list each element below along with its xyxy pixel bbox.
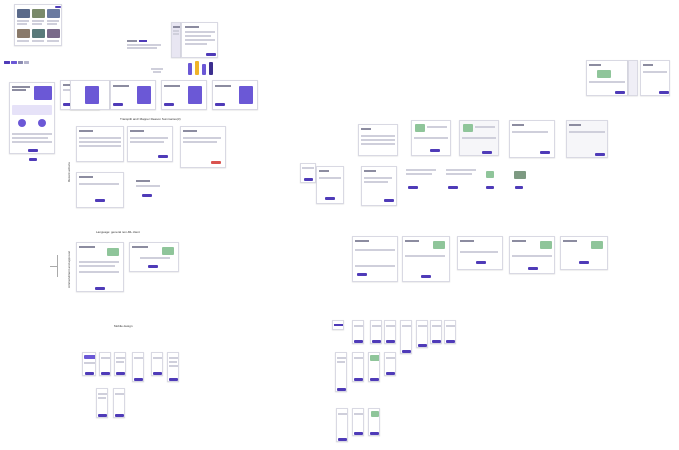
br-frame-6 <box>416 320 428 348</box>
mobile-frame-8 <box>113 388 125 418</box>
right-top-frame-1 <box>586 60 628 96</box>
flow-title: Transpilit and/ Mapper Reason Summaries(… <box>120 117 181 121</box>
br-frame-1 <box>332 320 344 330</box>
grid-image <box>47 29 60 38</box>
detail-frame-b <box>181 22 218 58</box>
r1-frame-3 <box>459 120 499 156</box>
language-section-label: Language: general non-ML client <box>96 230 140 234</box>
color-chip <box>24 61 29 64</box>
camera-icon <box>484 169 496 181</box>
flow-step-3 <box>110 80 156 110</box>
flow-step-2 <box>70 80 110 110</box>
grid-image <box>32 29 45 38</box>
br-frame-9 <box>335 352 347 392</box>
flow-step-4 <box>161 80 207 110</box>
grid-image <box>17 9 30 18</box>
footer-button[interactable] <box>29 158 37 161</box>
grid-image <box>47 9 60 18</box>
primary-button[interactable] <box>55 5 61 8</box>
br-frame-14 <box>352 408 364 436</box>
br-frame-15 <box>368 408 380 436</box>
r3-frame-5 <box>560 236 608 270</box>
cta-button[interactable] <box>28 149 38 152</box>
recent-section-label: Recent actions <box>67 162 71 182</box>
table-snippet <box>127 38 165 51</box>
flow-step-5 <box>212 80 258 110</box>
r1-frame-5 <box>566 120 608 158</box>
r3-frame-4 <box>509 236 555 274</box>
mobile-frame-2 <box>99 352 111 376</box>
br-frame-5 <box>400 320 412 354</box>
r1-frame-2 <box>411 120 451 156</box>
grid-image <box>32 9 45 18</box>
r2-frame-3 <box>361 166 397 206</box>
mobile-section-label: Mobile design <box>114 324 133 328</box>
mobile-frame-6 <box>167 352 179 382</box>
r2-frame-2 <box>316 166 344 204</box>
color-chip <box>11 61 17 64</box>
submit-button[interactable] <box>206 53 216 56</box>
map-icon <box>513 169 527 181</box>
br-frame-2 <box>352 320 364 344</box>
recent-frame-4 <box>76 172 124 208</box>
landing-frame <box>9 82 55 154</box>
detail-frame-a <box>171 22 181 58</box>
r2-frame-5 <box>444 166 480 194</box>
br-frame-13 <box>336 408 348 442</box>
mobile-frame-7 <box>96 388 108 418</box>
recent-frame-5 <box>134 178 164 202</box>
br-frame-11 <box>368 352 380 382</box>
br-frame-8 <box>444 320 456 344</box>
mobile-frame-4 <box>132 352 144 382</box>
language-frame-1 <box>76 242 124 292</box>
color-chip <box>4 61 10 64</box>
grid-image <box>17 29 30 38</box>
people-illustration-icon <box>185 59 215 77</box>
br-frame-12 <box>384 352 396 376</box>
recent-frame-3 <box>180 126 226 168</box>
mobile-frame-5 <box>151 352 163 376</box>
r1-frame-4 <box>509 120 555 158</box>
r3-frame-2 <box>402 236 450 282</box>
br-frame-4 <box>384 320 396 344</box>
r3-frame-1 <box>352 236 398 282</box>
color-chip <box>18 61 23 64</box>
r2-frame-4 <box>404 166 440 194</box>
r1-frame-1 <box>358 124 398 156</box>
mobile-frame-1 <box>82 352 96 376</box>
language-frame-2 <box>129 242 179 272</box>
br-frame-3 <box>370 320 382 344</box>
right-top-frame-3 <box>640 60 670 96</box>
br-frame-7 <box>430 320 442 344</box>
approval-section-label: Ammendment and approval <box>67 251 71 288</box>
r2-frame-1 <box>300 163 316 183</box>
r3-frame-3 <box>457 236 503 270</box>
image-grid-frame <box>14 4 62 46</box>
recent-frame-1 <box>76 126 124 162</box>
br-frame-10 <box>352 352 364 382</box>
right-top-frame-2 <box>628 60 638 96</box>
mobile-frame-3 <box>114 352 126 376</box>
recent-frame-2 <box>127 126 173 162</box>
